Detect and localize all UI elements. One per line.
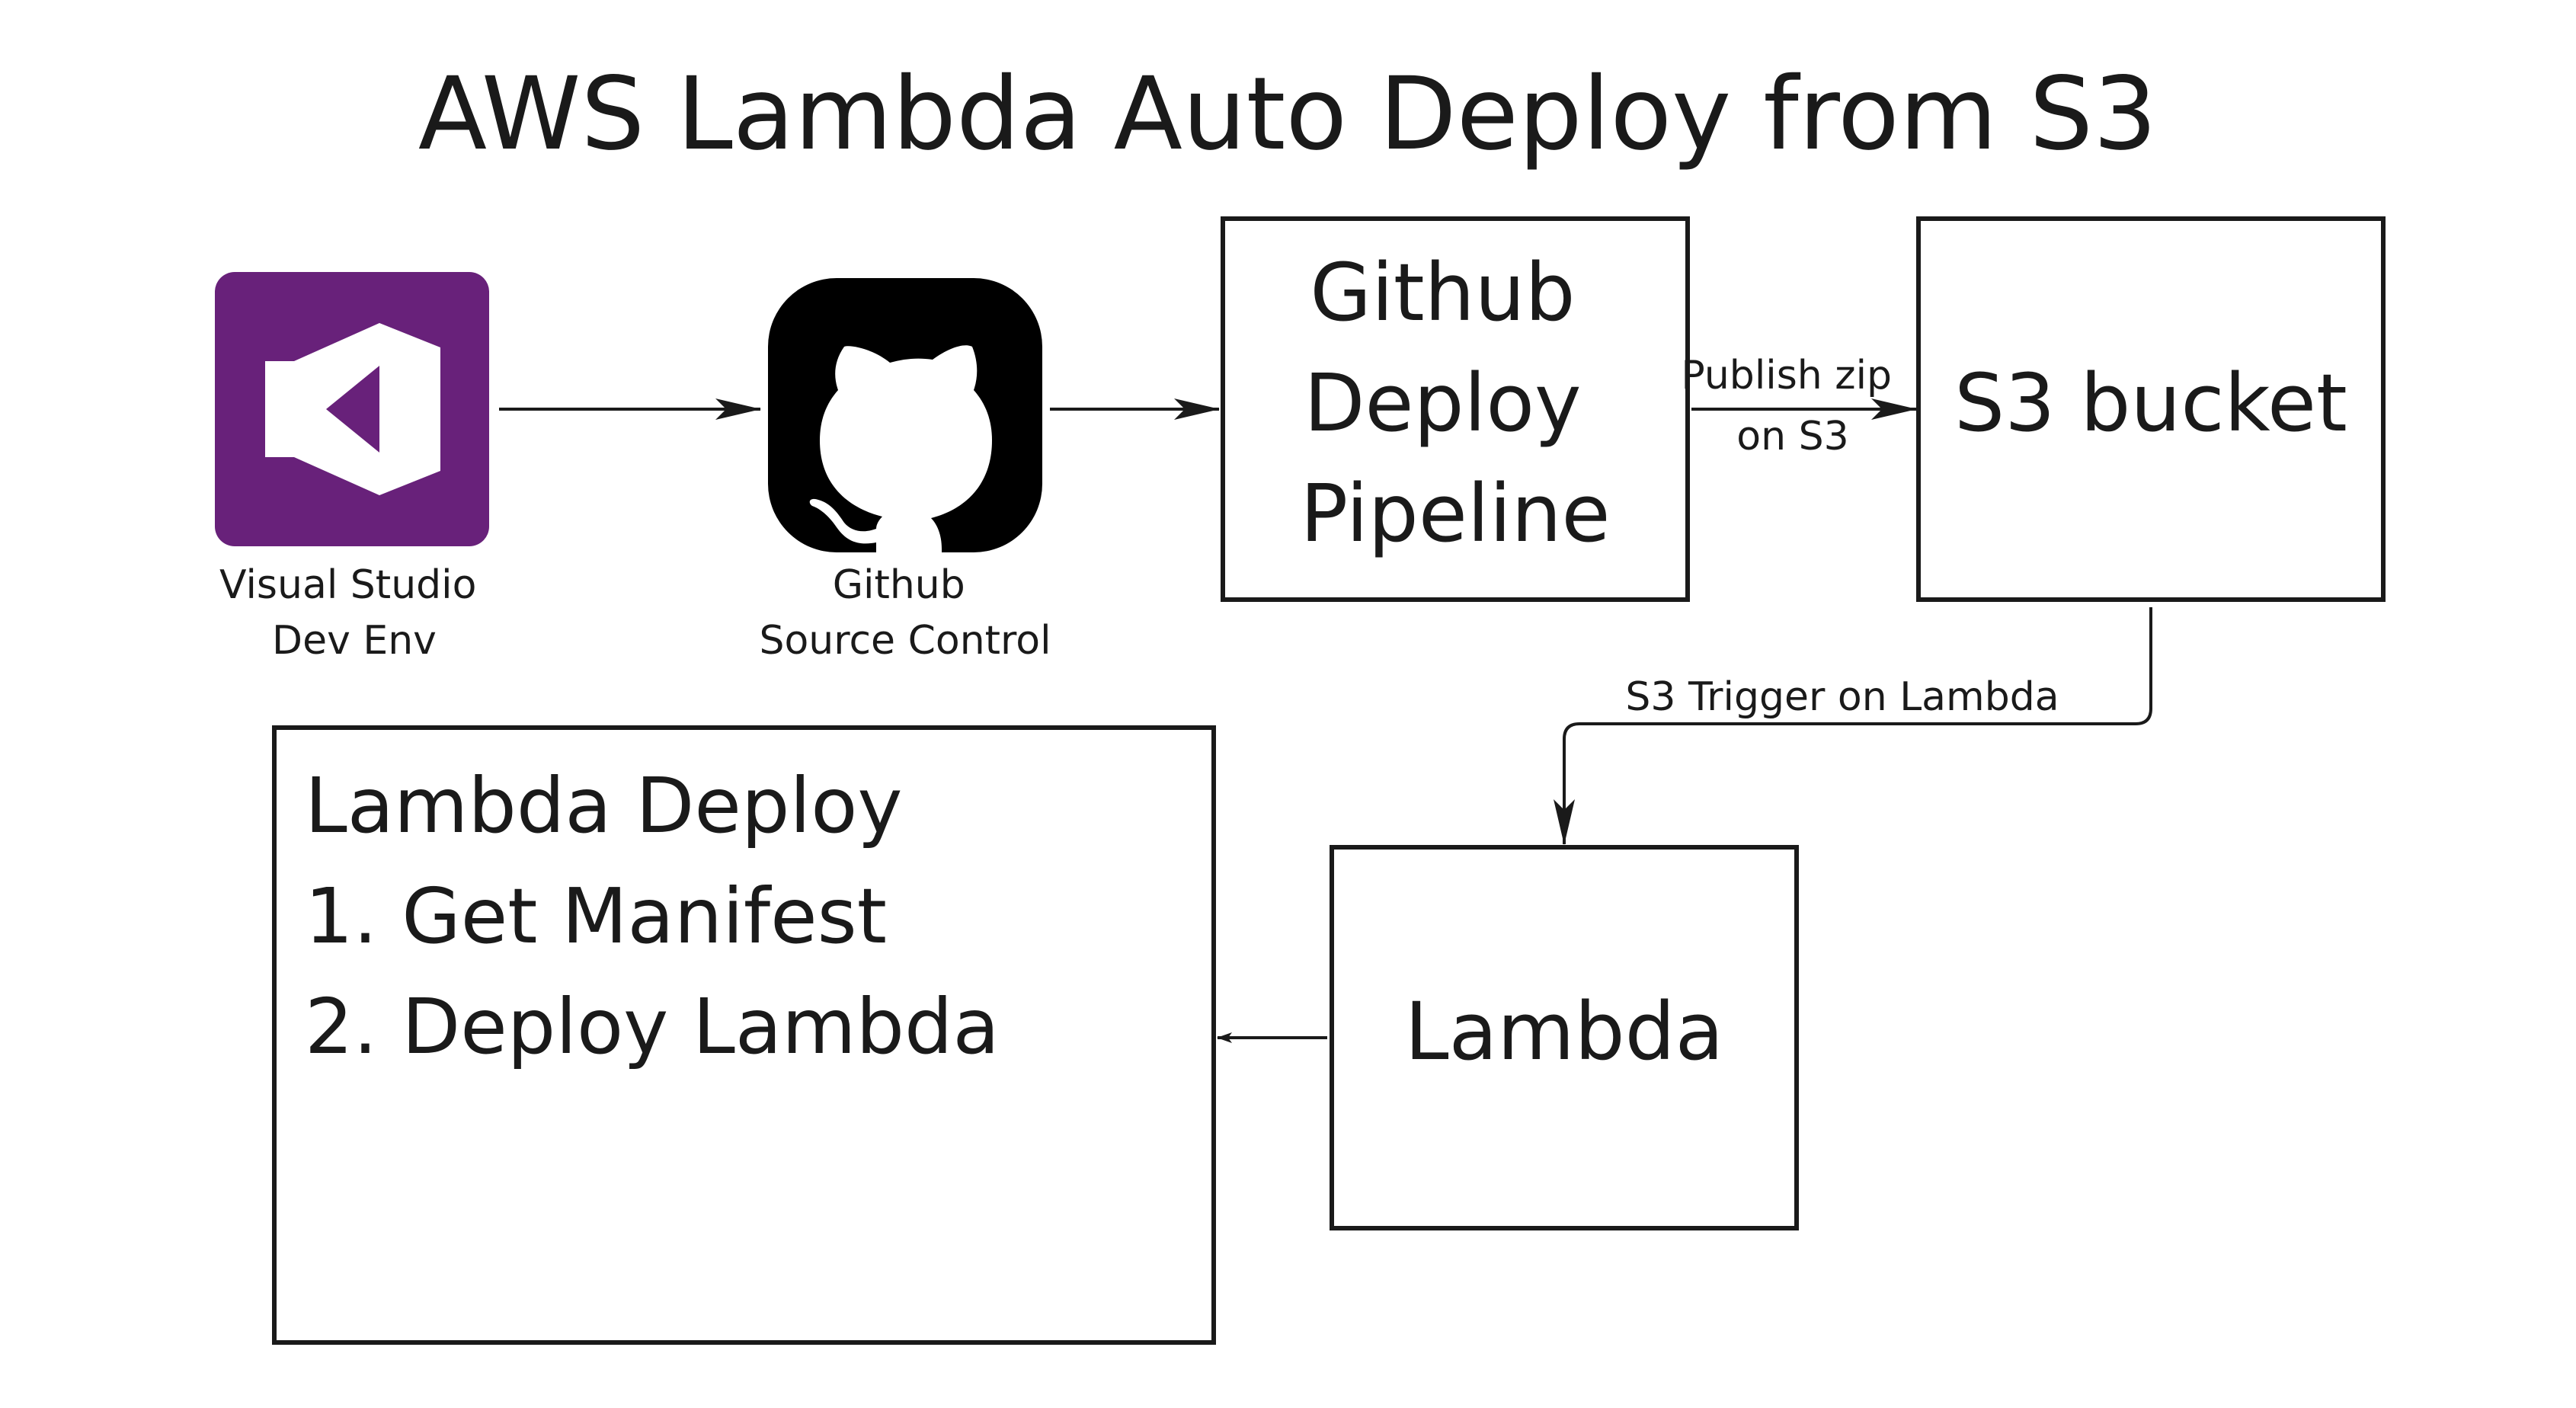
- lambda-label: Lambda: [1405, 985, 1724, 1078]
- visual-studio-label-line-2: Dev Env: [272, 618, 437, 664]
- pipeline-label-line-1: Github: [1310, 246, 1575, 339]
- pipeline-label: Github Deploy Pipeline: [1300, 246, 1610, 560]
- github-label-line-2: Source Control: [759, 618, 1051, 664]
- s3-bucket-node: S3 bucket: [1916, 216, 2386, 602]
- github-label-line-1: Github: [833, 562, 965, 608]
- pipeline-node: Github Deploy Pipeline: [1221, 216, 1690, 602]
- github-label: Github Source Control: [759, 562, 1051, 664]
- lambda-box: [1330, 845, 1799, 1230]
- diagram-title: AWS Lambda Auto Deploy from S3: [418, 56, 2157, 173]
- pipeline-label-line-2: Deploy: [1304, 357, 1581, 450]
- github-node: Github Source Control: [759, 278, 1051, 664]
- pipeline-label-line-3: Pipeline: [1300, 467, 1610, 560]
- visual-studio-label: Visual Studio Dev Env: [219, 562, 489, 664]
- edge-pipeline-to-s3-label-line-2: on S3: [1736, 414, 1848, 459]
- github-octocat-icon: [768, 278, 1042, 552]
- lambda-deploy-label: Lambda Deploy 1. Get Manifest 2. Deploy …: [305, 761, 1000, 1071]
- edge-pipeline-to-s3-label-line-1: Publish zip: [1681, 353, 1892, 398]
- edge-pipeline-to-s3: Publish zip on S3: [1681, 353, 1917, 459]
- s3-bucket-label: S3 bucket: [1954, 357, 2347, 450]
- s3-bucket-box: [1916, 216, 2386, 602]
- lambda-deploy-step-1: 1. Get Manifest: [305, 872, 887, 961]
- edge-s3-to-lambda-label: S3 Trigger on Lambda: [1625, 674, 2059, 720]
- lambda-deploy-title: Lambda Deploy: [305, 761, 903, 850]
- lambda-deploy-step-2: 2. Deploy Lambda: [305, 982, 1000, 1071]
- visual-studio-label-line-1: Visual Studio: [219, 562, 476, 608]
- lambda-deploy-node: Lambda Deploy 1. Get Manifest 2. Deploy …: [272, 725, 1216, 1345]
- lambda-node: Lambda: [1330, 845, 1799, 1230]
- edge-pipeline-to-s3-label: Publish zip on S3: [1681, 353, 1904, 459]
- lambda-deploy-box: [272, 725, 1216, 1345]
- edge-s3-to-lambda: S3 Trigger on Lambda: [1554, 607, 2152, 845]
- pipeline-box: [1221, 216, 1690, 602]
- visual-studio-icon: [215, 272, 489, 546]
- visual-studio-node: Visual Studio Dev Env: [215, 272, 489, 664]
